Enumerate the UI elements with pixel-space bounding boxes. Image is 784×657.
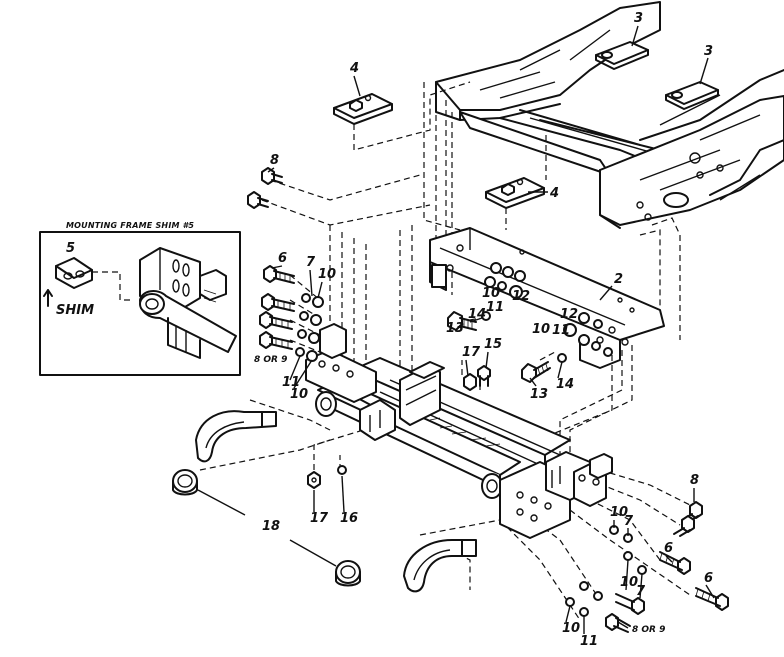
tow-hook-left	[195, 410, 277, 463]
callout-89a: 8 OR 9	[254, 355, 287, 365]
callout-leaders	[267, 25, 715, 634]
inset-title: MOUNTING FRAME SHIM #5	[66, 221, 194, 230]
roller-sleeve-right	[335, 560, 361, 587]
callout-2: 2	[614, 272, 623, 287]
callout-7a: 7	[306, 255, 316, 270]
callout-10d: 10	[532, 322, 550, 337]
callout-17a: 17	[462, 345, 481, 360]
tow-hook-right	[403, 539, 477, 593]
callout-4a: 4	[349, 61, 359, 76]
bolt-13-right	[521, 361, 551, 383]
callout-10b: 10	[290, 387, 308, 402]
washer-14-right	[557, 353, 567, 363]
bolt-89-right	[605, 593, 645, 633]
callout-11c: 11	[552, 323, 570, 338]
push-frame-main	[305, 323, 613, 539]
callout-12b: 12	[560, 307, 578, 322]
bolt-6-right-lower	[695, 587, 729, 611]
roller-sleeve-left	[172, 469, 198, 496]
mounting-bracket-2	[429, 227, 665, 369]
inset-part-label: 5	[66, 241, 75, 256]
callout-4b: 4	[549, 186, 559, 201]
callout-8b: 8	[690, 473, 699, 488]
callout-8a: 8	[270, 153, 279, 168]
callout-10e: 10	[610, 505, 628, 520]
inset-shim-label: SHIM	[56, 303, 94, 318]
callout-10a: 10	[318, 267, 336, 282]
callout-11b: 11	[486, 300, 504, 315]
bolt-6-right-upper	[659, 551, 691, 575]
callout-13b: 13	[530, 387, 548, 402]
bolt-15	[477, 365, 491, 387]
callout-7b: 7	[624, 514, 634, 529]
callout-14b: 14	[556, 377, 574, 392]
bolt-8-right-2	[673, 515, 695, 537]
callout-labels: MOUNTING FRAME SHIM #5 5 SHIM 3 3 4 4 8 …	[56, 11, 713, 649]
washer-14-left	[481, 311, 491, 321]
callout-17b: 17	[310, 511, 329, 526]
callout-6a: 6	[278, 251, 287, 266]
callout-10g: 10	[562, 621, 580, 636]
callout-15: 15	[484, 337, 502, 352]
nut-17-upper	[463, 373, 477, 391]
shim-plate-3b	[665, 81, 719, 110]
bolt-6-stack-left	[259, 265, 295, 350]
inset-title-suffix: #5	[183, 221, 195, 230]
callout-18: 18	[262, 519, 280, 534]
leader-18	[197, 489, 337, 567]
callout-10f: 10	[620, 575, 638, 590]
shim-plate-4b	[485, 177, 545, 209]
washer-16	[337, 465, 347, 475]
callout-10c: 10	[482, 286, 500, 301]
inset-mounting-frame-shim	[39, 231, 241, 376]
nut-17-lower	[307, 471, 321, 489]
callout-12a: 12	[512, 289, 530, 304]
callout-3b: 3	[704, 44, 713, 59]
callout-16: 16	[340, 511, 358, 526]
washers-left	[295, 293, 324, 362]
callout-13a: 13	[446, 321, 464, 336]
callout-6c: 6	[704, 571, 713, 586]
callout-89b: 8 OR 9	[632, 625, 665, 635]
vehicle-frame	[435, 1, 784, 229]
bolt-8-lower-left	[247, 191, 269, 209]
shim-plate-3a	[595, 41, 649, 70]
bolt-8-upper-left	[261, 167, 283, 185]
callout-6b: 6	[664, 541, 673, 556]
callout-3a: 3	[634, 11, 643, 26]
bolt-13-left	[447, 311, 477, 331]
callout-11d: 11	[580, 634, 598, 649]
shim-plate-4a	[333, 93, 393, 125]
